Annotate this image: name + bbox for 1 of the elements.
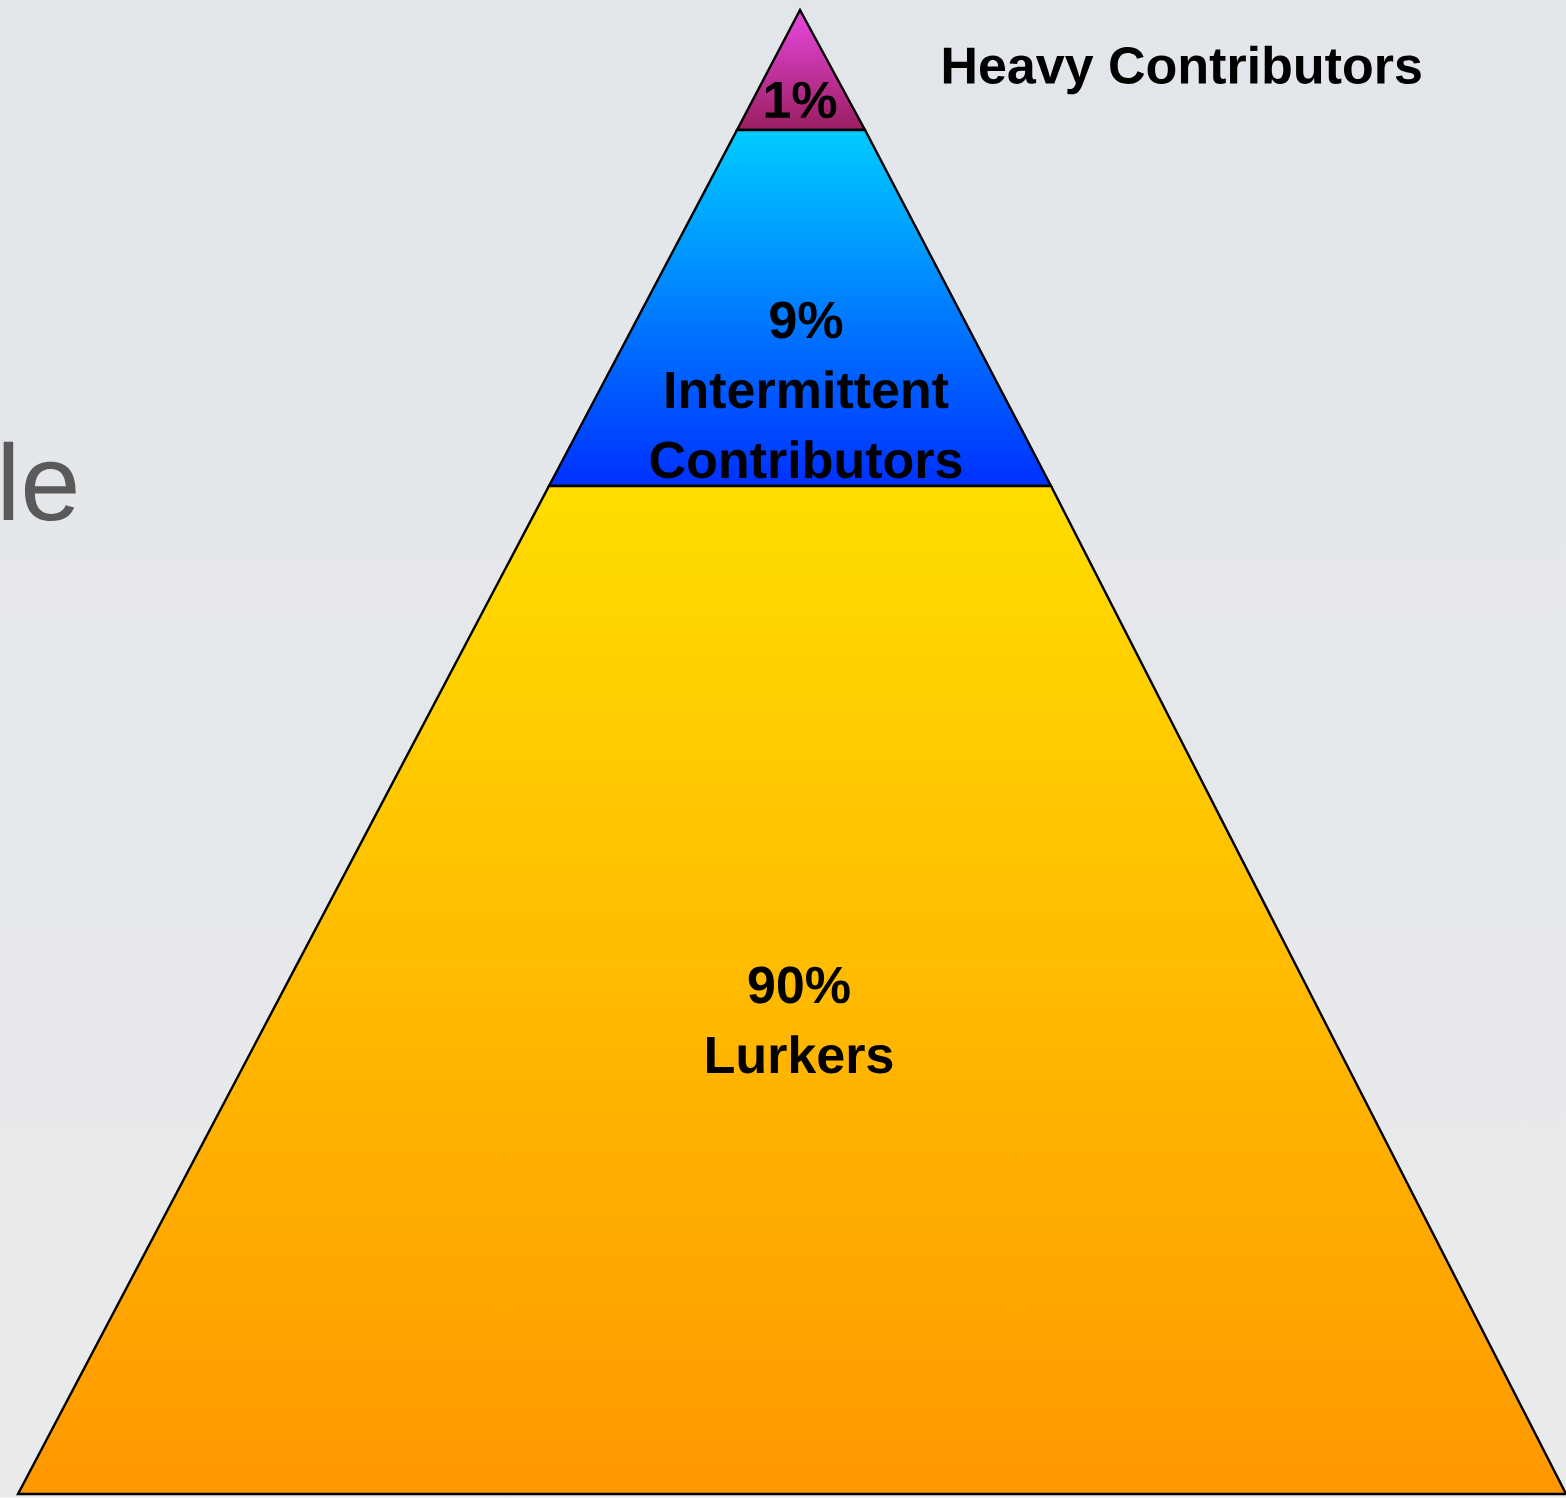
heading-label: Heavy Contributors xyxy=(943,45,1421,95)
